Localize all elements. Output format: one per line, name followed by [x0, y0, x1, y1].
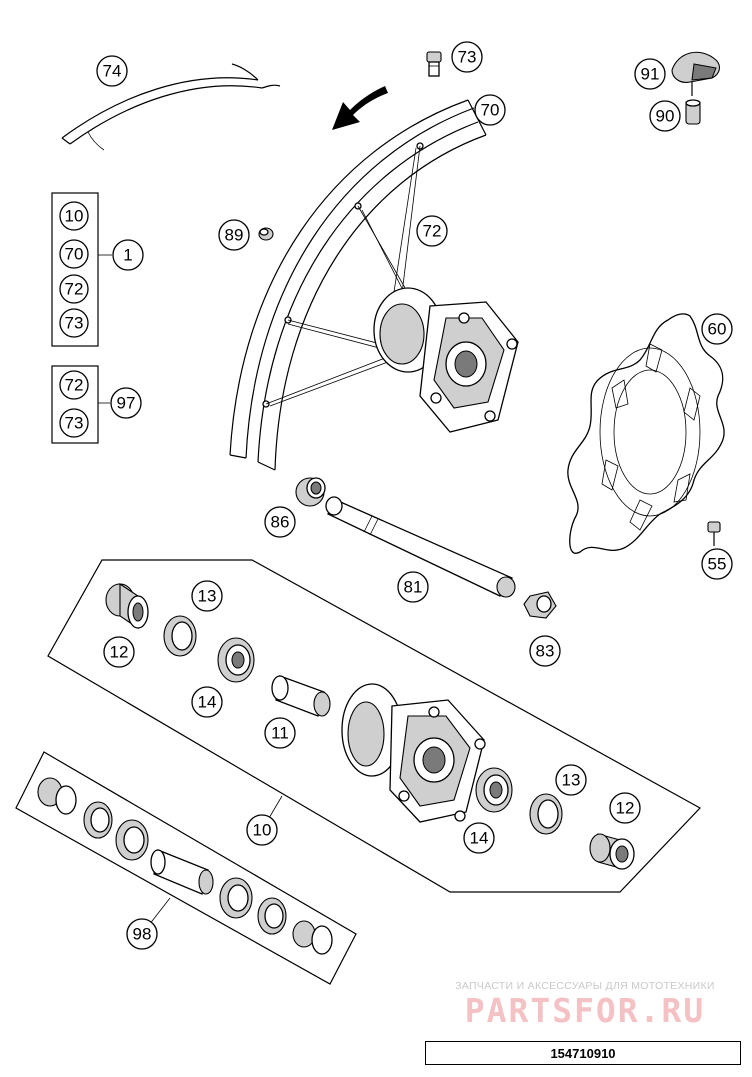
spacer-86-drawing — [295, 477, 326, 507]
callout-81: 81 — [397, 571, 429, 603]
hub-body-drawing — [341, 683, 486, 823]
callout-14-right: 14 — [463, 822, 495, 854]
wheel-rim-drawing — [229, 99, 487, 471]
callout-12-right: 12 — [609, 792, 641, 824]
svg-text:55: 55 — [708, 555, 727, 574]
axle-drawing — [325, 496, 516, 598]
svg-text:10: 10 — [65, 207, 84, 226]
svg-text:13: 13 — [562, 771, 581, 790]
box-1-item-73: 73 — [59, 308, 89, 338]
bearing-14-left-drawing — [217, 637, 255, 683]
callout-98: 98 — [126, 918, 158, 950]
svg-text:10: 10 — [253, 821, 272, 840]
diagram-code: 154710910 — [550, 1045, 616, 1061]
svg-text:90: 90 — [656, 107, 675, 126]
svg-text:74: 74 — [103, 62, 122, 81]
svg-text:81: 81 — [404, 578, 423, 597]
disc-bolt-drawing — [707, 521, 721, 546]
seal-13-right-drawing — [529, 793, 563, 835]
callout-14-left: 14 — [191, 686, 223, 718]
callout-89: 89 — [218, 219, 250, 251]
callout-91: 91 — [634, 58, 666, 90]
box-97-item-72: 72 — [59, 370, 89, 400]
svg-text:13: 13 — [198, 587, 217, 606]
svg-text:73: 73 — [65, 414, 84, 433]
kit-box-1 — [51, 192, 99, 347]
callout-11: 11 — [264, 717, 296, 749]
brake-disc-drawing — [567, 313, 725, 554]
callout-60: 60 — [701, 313, 733, 345]
svg-text:12: 12 — [616, 799, 635, 818]
wheel-hub-drawing — [373, 287, 519, 433]
valve-core-drawing — [426, 51, 442, 77]
spacer-sleeve-11-drawing — [271, 675, 331, 717]
watermark: ЗАПЧАСТИ И АКСЕССУАРЫ ДЛЯ МОТОТЕХНИКИ PA… — [430, 980, 740, 1030]
svg-text:1: 1 — [123, 246, 132, 265]
diagram-code-box: 154710910 — [425, 1041, 741, 1065]
box-1-item-72: 72 — [59, 274, 89, 304]
hub-assembly-frame — [47, 559, 701, 893]
callout-70-rim: 70 — [474, 94, 506, 126]
bushing-12-right-drawing — [589, 833, 635, 870]
svg-text:72: 72 — [65, 280, 84, 299]
callout-73-valve: 73 — [451, 41, 483, 73]
seal-13-left-drawing — [163, 615, 197, 657]
svg-text:73: 73 — [458, 48, 477, 67]
watermark-brand: PARTSFOR.RU — [464, 991, 706, 1030]
bearing-14-right-drawing — [475, 767, 513, 813]
svg-text:11: 11 — [271, 724, 289, 743]
callout-13-left: 13 — [191, 580, 223, 612]
callout-86: 86 — [264, 506, 296, 538]
svg-text:73: 73 — [65, 314, 84, 333]
svg-text:89: 89 — [225, 226, 244, 245]
svg-text:12: 12 — [110, 643, 129, 662]
callout-55: 55 — [701, 548, 733, 580]
rotation-arrow — [332, 86, 388, 130]
box-97-item-73: 73 — [59, 408, 89, 438]
svg-text:86: 86 — [271, 513, 290, 532]
callout-83: 83 — [529, 635, 561, 667]
kit-box-97 — [51, 365, 99, 444]
svg-text:91: 91 — [641, 65, 660, 84]
callout-90: 90 — [649, 100, 681, 132]
svg-text:60: 60 — [708, 320, 727, 339]
svg-text:70: 70 — [65, 245, 84, 264]
svg-text:70: 70 — [481, 101, 500, 120]
svg-text:98: 98 — [133, 925, 152, 944]
svg-text:83: 83 — [536, 642, 555, 661]
box-1-item-10: 10 — [59, 201, 89, 231]
box-1-item-70: 70 — [59, 239, 89, 269]
svg-text:72: 72 — [423, 222, 442, 241]
sleeve-90-drawing — [685, 99, 701, 125]
callout-1: 1 — [112, 239, 144, 271]
callout-72-spokes: 72 — [416, 215, 448, 247]
bearing-kit-frame — [15, 751, 357, 985]
callout-13-right: 13 — [555, 764, 587, 796]
callout-97: 97 — [110, 387, 142, 419]
svg-text:72: 72 — [65, 376, 84, 395]
svg-text:14: 14 — [470, 829, 489, 848]
callout-10-group: 10 — [246, 814, 278, 846]
axle-nut-drawing — [523, 591, 557, 619]
rim-tape-drawing — [61, 63, 281, 151]
spoke-nipple-drawing — [258, 227, 274, 241]
watermark-tagline: ЗАПЧАСТИ И АКСЕССУАРЫ ДЛЯ МОТОТЕХНИКИ — [455, 980, 715, 992]
svg-text:14: 14 — [198, 693, 217, 712]
svg-text:97: 97 — [117, 394, 136, 413]
callout-74: 74 — [96, 55, 128, 87]
kit-parts-drawing — [37, 777, 333, 955]
bushing-12-left-drawing — [105, 582, 149, 630]
callout-12-left: 12 — [103, 636, 135, 668]
nut-91-drawing — [671, 51, 721, 96]
